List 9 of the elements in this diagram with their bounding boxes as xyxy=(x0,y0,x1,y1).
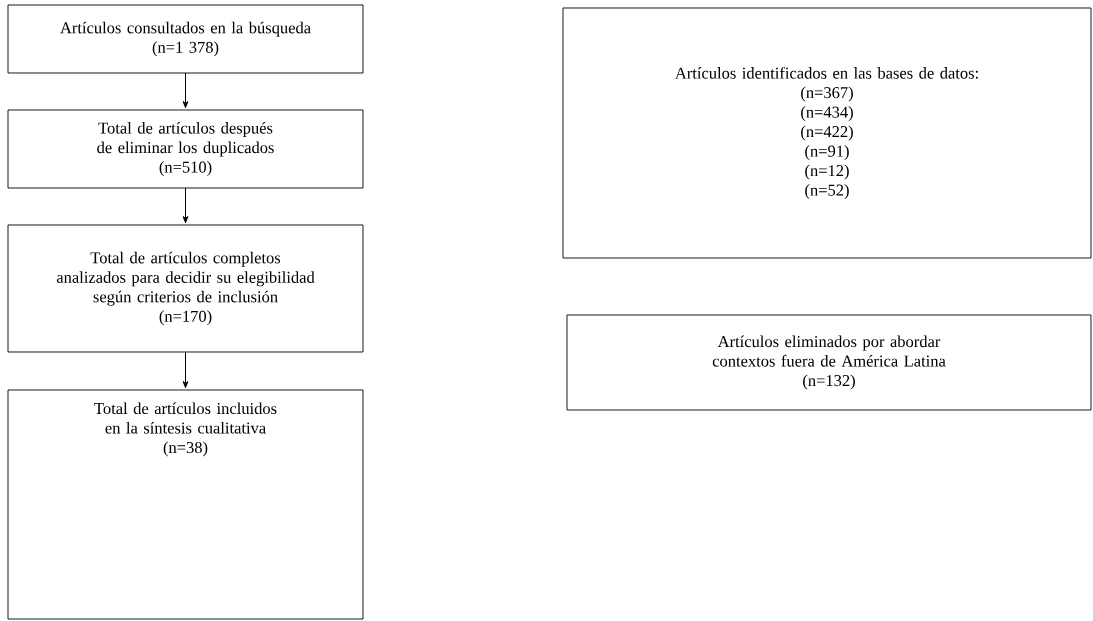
arrow xyxy=(182,72,189,109)
arrow xyxy=(182,187,189,224)
process-box: Artículos eliminados por abordar contextos fuera de América Latina (n=132) xyxy=(566,314,1092,411)
process-box: Total de artículos incluidos en la síntesis cualitativa (n=38) xyxy=(7,389,364,620)
process-box: Artículos identificados en las bases de datos: (n=367) (n=434) (n=422) (n=91) (n=12) (n=52) xyxy=(562,7,1092,259)
process-box: Artículos consultados en la búsqueda (n=1 378) xyxy=(7,4,364,74)
process-box: Total de artículos completos analizados para decidir su elegibilidad según criterios de inclusión (n=170) xyxy=(7,224,364,353)
process-box: Total de artículos después de eliminar los duplicados (n=510) xyxy=(7,109,364,189)
arrow xyxy=(182,351,189,389)
